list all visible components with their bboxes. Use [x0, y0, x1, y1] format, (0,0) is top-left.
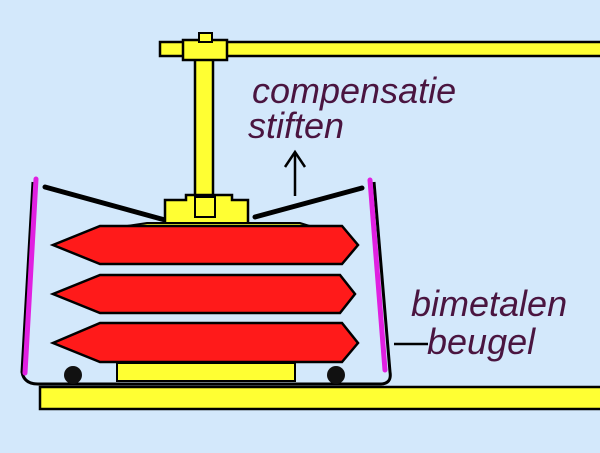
top-rail — [158, 40, 600, 58]
roller-left — [64, 366, 82, 384]
bellows-wave-2 — [49, 273, 357, 315]
label-compensation-2: stiften — [248, 105, 344, 146]
bimetal-strip-left — [22, 176, 39, 376]
arrow-up-icon — [283, 149, 307, 196]
vertical-rod — [193, 53, 215, 205]
rod-knob — [198, 32, 213, 43]
bellows-base-block — [116, 362, 296, 382]
bimetal-bracket — [20, 181, 392, 386]
label-bimetal-1: bimetalen — [411, 283, 567, 324]
base-plate — [38, 385, 600, 411]
compensation-pin-left — [42, 184, 168, 223]
roller-right — [327, 366, 345, 384]
label-compensation-1: compensatie — [252, 70, 456, 111]
bimetal-strip-right — [367, 177, 388, 373]
bellows-wave-3 — [49, 321, 360, 364]
compensation-pin-right — [252, 185, 365, 220]
label-bimetal-2: beugel — [427, 321, 536, 362]
bellows-wave-1 — [49, 224, 360, 266]
center-slot — [194, 196, 216, 218]
